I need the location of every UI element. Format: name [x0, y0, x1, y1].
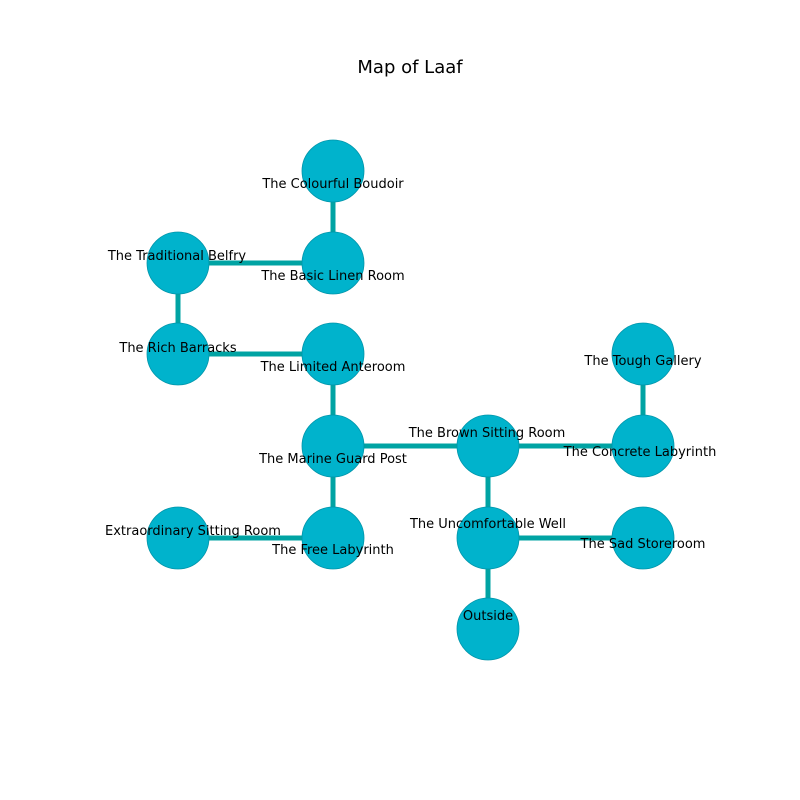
room-label-uncomfortable-well: The Uncomfortable Well	[409, 517, 566, 532]
room-node-tough-gallery	[611, 322, 675, 386]
room-label-outside: Outside	[463, 609, 513, 624]
room-node-brown-sitting-room	[456, 414, 520, 478]
room-label-traditional-belfry: The Traditional Belfry	[107, 249, 247, 264]
room-label-extraordinary-sitting-room: Extraordinary Sitting Room	[105, 524, 281, 539]
room-node-uncomfortable-well	[456, 506, 520, 570]
room-label-colourful-boudoir: The Colourful Boudoir	[261, 177, 404, 192]
room-node-colourful-boudoir	[301, 139, 365, 203]
room-node-extraordinary-sitting-room	[146, 506, 210, 570]
room-node-basic-linen-room	[301, 231, 365, 295]
map-title: Map of Laaf	[357, 57, 463, 78]
room-label-free-labyrinth: The Free Labyrinth	[271, 543, 394, 558]
room-label-basic-linen-room: The Basic Linen Room	[260, 269, 404, 284]
room-node-free-labyrinth	[301, 506, 365, 570]
room-label-sad-storeroom: The Sad Storeroom	[580, 537, 706, 552]
room-node-sad-storeroom	[611, 506, 675, 570]
room-label-rich-barracks: The Rich Barracks	[118, 341, 236, 356]
room-label-tough-gallery: The Tough Gallery	[583, 354, 701, 369]
room-node-outside	[456, 597, 520, 661]
room-label-limited-anteroom: The Limited Anteroom	[260, 360, 406, 375]
room-label-marine-guard-post: The Marine Guard Post	[258, 452, 407, 467]
room-node-concrete-labyrinth	[611, 414, 675, 478]
rooms	[146, 139, 675, 661]
connections	[175, 171, 646, 629]
room-label-brown-sitting-room: The Brown Sitting Room	[408, 426, 566, 441]
room-node-marine-guard-post	[301, 414, 365, 478]
room-node-rich-barracks	[146, 322, 210, 386]
room-node-traditional-belfry	[146, 231, 210, 295]
room-label-concrete-labyrinth: The Concrete Labyrinth	[563, 445, 717, 460]
room-node-limited-anteroom	[301, 322, 365, 386]
